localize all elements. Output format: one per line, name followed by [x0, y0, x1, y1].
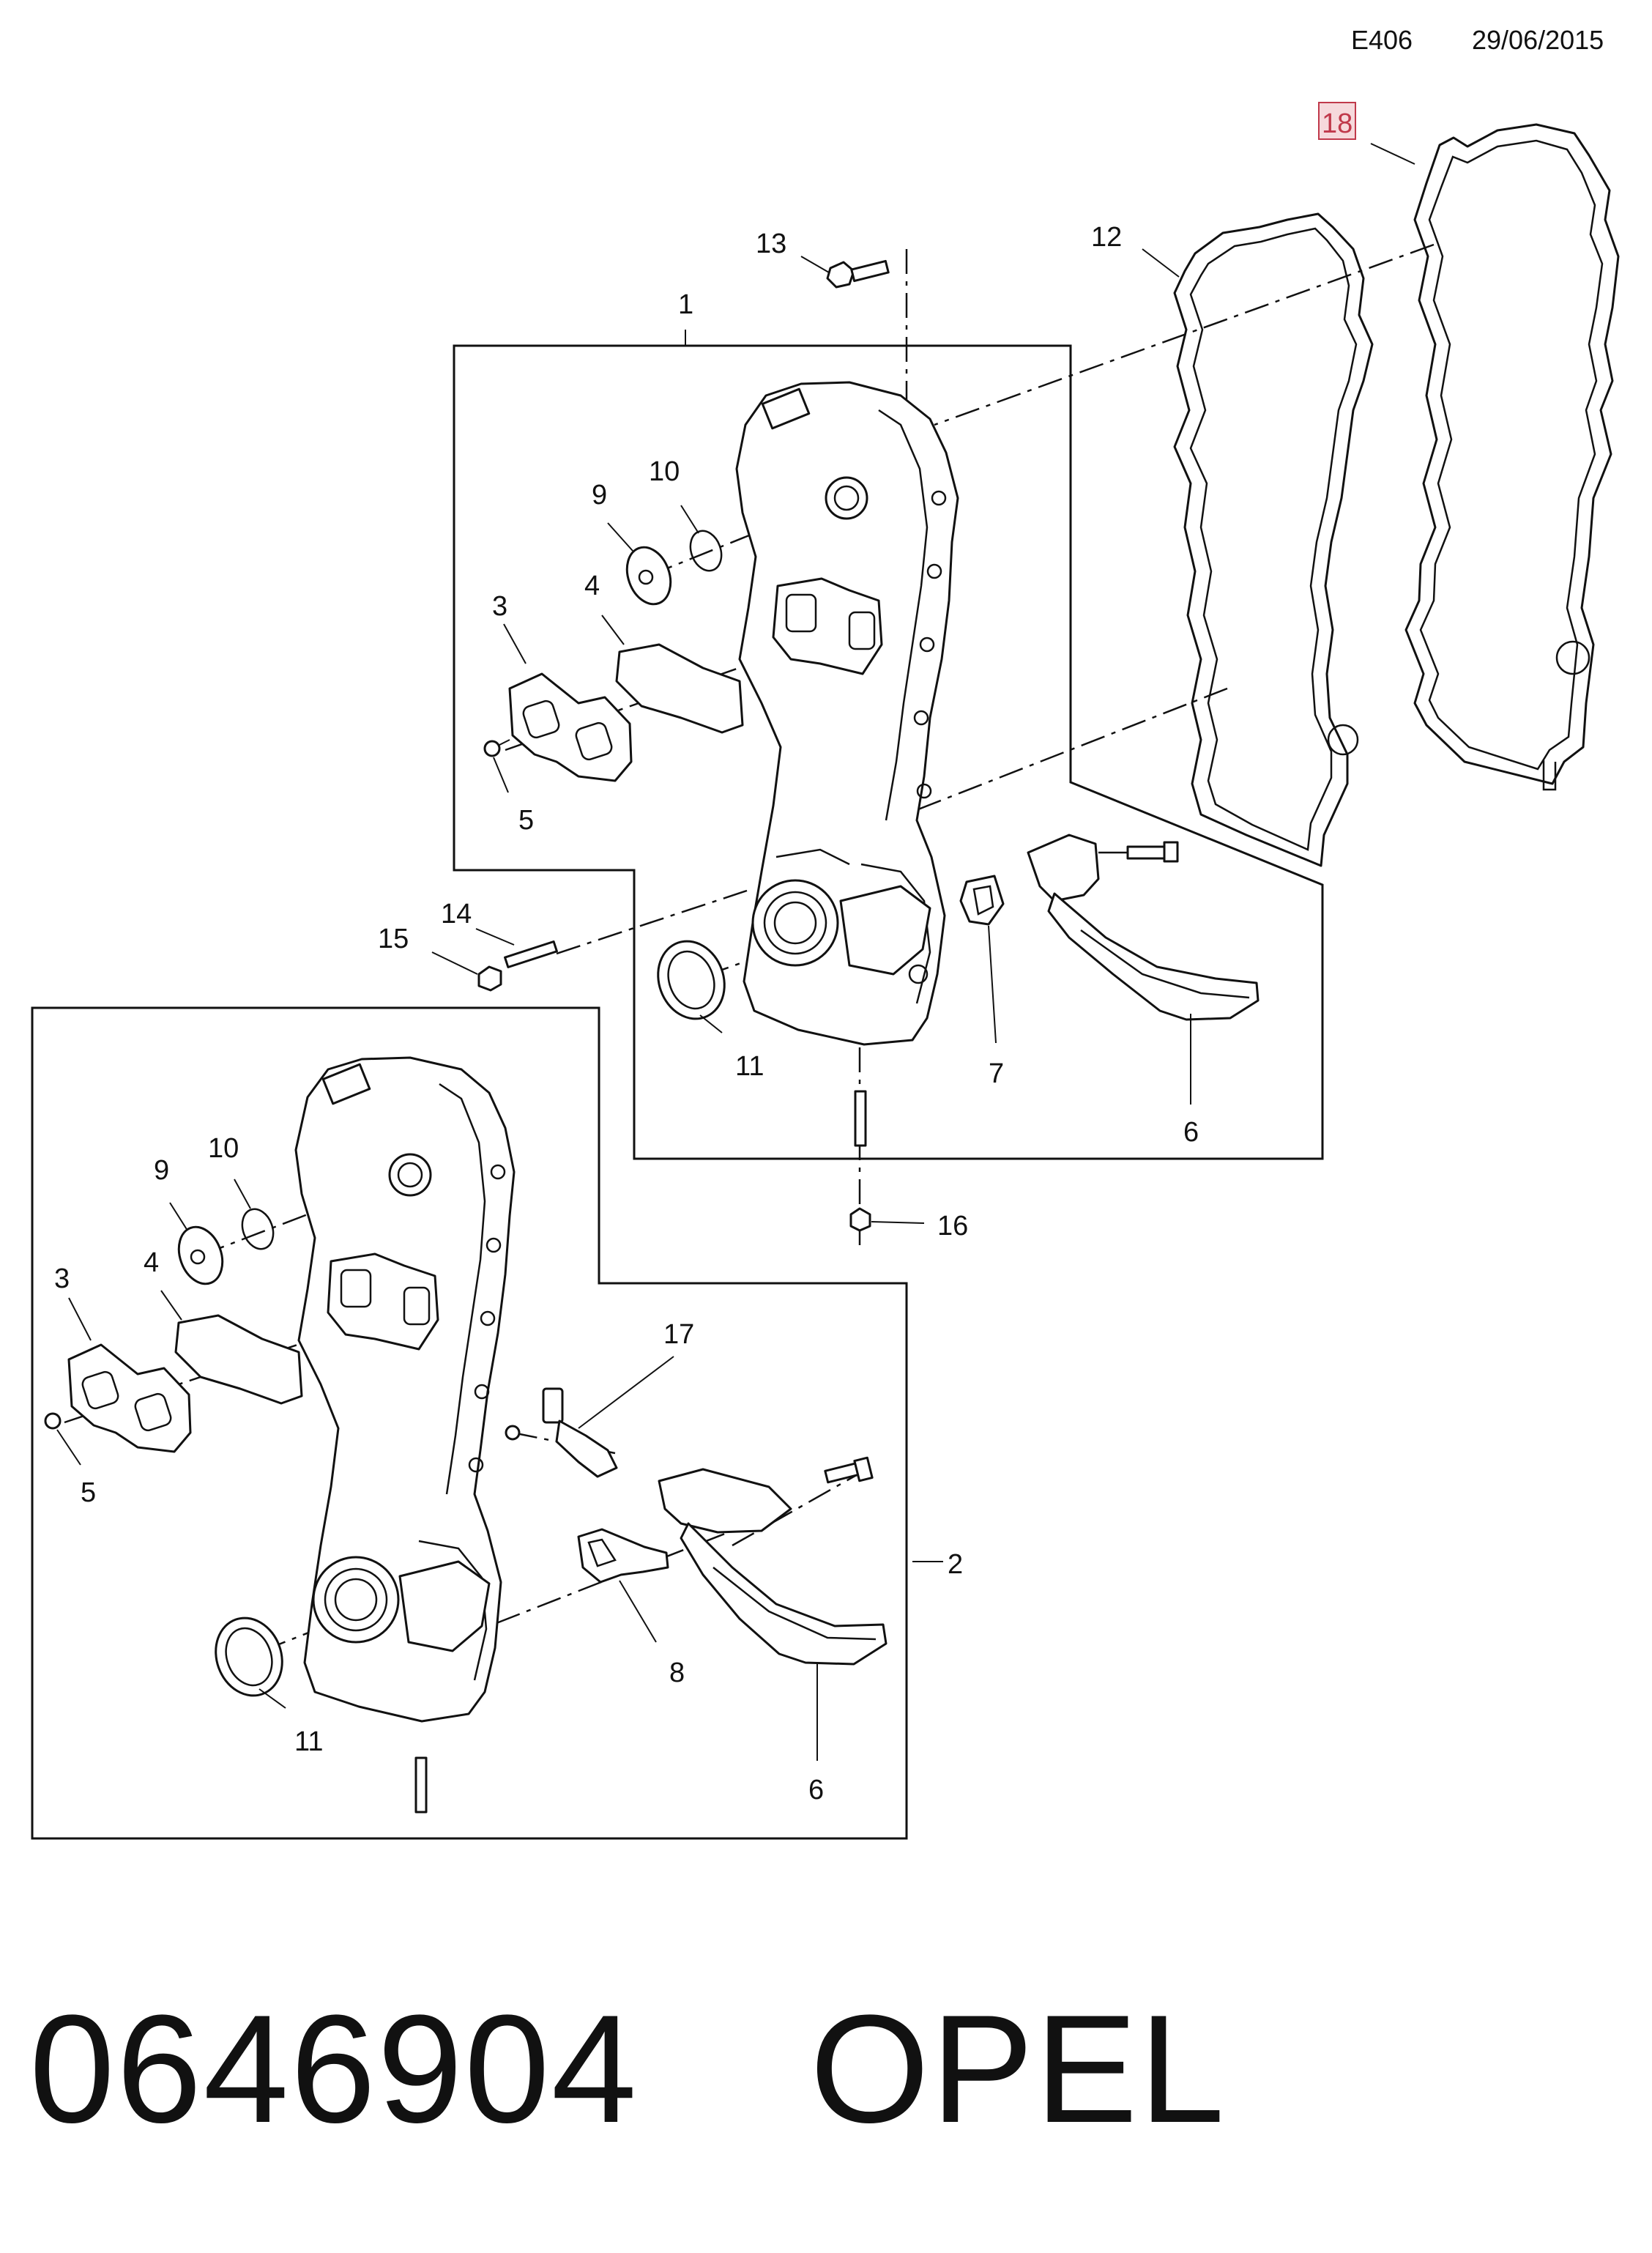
axis-plug-9b [200, 1179, 396, 1257]
callout-6b[interactable]: 6 [808, 1775, 824, 1805]
leader-17 [578, 1356, 674, 1429]
leader-4a [601, 615, 625, 645]
seal-4a [615, 643, 744, 734]
callout-13[interactable]: 13 [756, 229, 786, 259]
callout-4b[interactable]: 4 [144, 1247, 159, 1278]
callout-18[interactable]: 18 [1322, 108, 1353, 139]
oil-pickup-6b [658, 1456, 888, 1666]
callout-16[interactable]: 16 [937, 1211, 968, 1241]
o-ring-10b [241, 1208, 275, 1250]
callout-5b[interactable]: 5 [81, 1477, 96, 1508]
callout-12[interactable]: 12 [1091, 222, 1122, 253]
brand-name: OPEL [810, 1983, 1227, 2155]
leader-7 [988, 925, 997, 1044]
callout-5a[interactable]: 5 [518, 805, 534, 836]
assembly-1-frame [453, 344, 1324, 1160]
leader-4b [160, 1290, 182, 1321]
stud-16 [849, 1090, 871, 1232]
plug-9a [625, 546, 672, 606]
leader-10a [680, 505, 699, 534]
bolt-13 [826, 259, 890, 289]
screw-5b [44, 1412, 62, 1430]
callout-14[interactable]: 14 [441, 899, 472, 929]
callout-6a[interactable]: 6 [1183, 1117, 1199, 1148]
part-number: 0646904 [29, 1983, 639, 2155]
o-ring-10a [689, 530, 723, 572]
plug-9b [177, 1225, 224, 1285]
callout-3b[interactable]: 3 [54, 1263, 70, 1294]
callout-9a[interactable]: 9 [592, 480, 607, 511]
leader-5b [56, 1429, 81, 1466]
nut-15 [477, 965, 502, 992]
leader-13 [800, 256, 830, 273]
leader-11a [699, 1014, 723, 1033]
oil-pickup-6a [1027, 834, 1260, 1021]
seal-4b [174, 1314, 303, 1405]
flange-gasket-3b [67, 1343, 192, 1453]
axis-gasket-to-cover [934, 243, 1435, 426]
callout-17[interactable]: 17 [663, 1319, 694, 1350]
seal-ring-11a [657, 940, 726, 1020]
screw-5a [483, 739, 510, 757]
front-cover-2 [294, 1056, 516, 1723]
leader-9b [169, 1202, 188, 1231]
leader-8 [619, 1580, 657, 1643]
sensor-17 [505, 1387, 618, 1478]
stud-lower-2 [414, 1756, 428, 1814]
callout-10a[interactable]: 10 [649, 456, 680, 487]
gasket-18 [1404, 123, 1620, 785]
leader-16 [871, 1221, 925, 1224]
gasket-12-hole [1327, 724, 1359, 756]
stud-14 [504, 940, 558, 968]
axis-stud-14 [556, 889, 748, 955]
leader-5a [493, 757, 509, 793]
gasket-12-inner [1189, 227, 1358, 851]
callout-8[interactable]: 8 [669, 1658, 685, 1688]
callout-1[interactable]: 1 [678, 289, 693, 320]
callout-10b[interactable]: 10 [208, 1133, 239, 1164]
gasket-18-inner [1419, 139, 1604, 771]
callout-11a[interactable]: 11 [735, 1051, 764, 1082]
seal-ring-11b [215, 1617, 283, 1697]
leader-12 [1142, 248, 1180, 278]
gasket-18-tab [1542, 760, 1557, 791]
gasket-12 [1173, 212, 1374, 867]
gasket-7 [959, 875, 1005, 926]
leader-3a [503, 623, 527, 664]
leader-9a [607, 522, 633, 552]
leader-10b [234, 1179, 251, 1209]
callout-15[interactable]: 15 [378, 924, 409, 954]
leader-15 [431, 951, 478, 975]
flange-gasket-3a [508, 672, 633, 782]
callout-11b[interactable]: 11 [294, 1726, 323, 1757]
callout-4a[interactable]: 4 [584, 571, 600, 601]
diagram-code: E406 [1351, 25, 1413, 55]
diagram-date: 29/06/2015 [1472, 25, 1604, 55]
callout-9b[interactable]: 9 [154, 1155, 169, 1186]
callout-7[interactable]: 7 [989, 1058, 1004, 1089]
leader-11b [258, 1688, 286, 1709]
callout-2[interactable]: 2 [948, 1549, 963, 1580]
gasket-8 [577, 1528, 669, 1584]
leader-3b [68, 1297, 92, 1341]
front-cover-1 [735, 381, 959, 1046]
callout-3a[interactable]: 3 [492, 591, 507, 622]
gasket-18-hole [1555, 640, 1590, 675]
highlight-box-18 [1318, 102, 1356, 140]
leader-14 [475, 928, 515, 946]
assembly-2-frame [31, 1006, 908, 1840]
axis-gasket-lower [904, 687, 1228, 816]
leader-18 [1370, 143, 1415, 165]
